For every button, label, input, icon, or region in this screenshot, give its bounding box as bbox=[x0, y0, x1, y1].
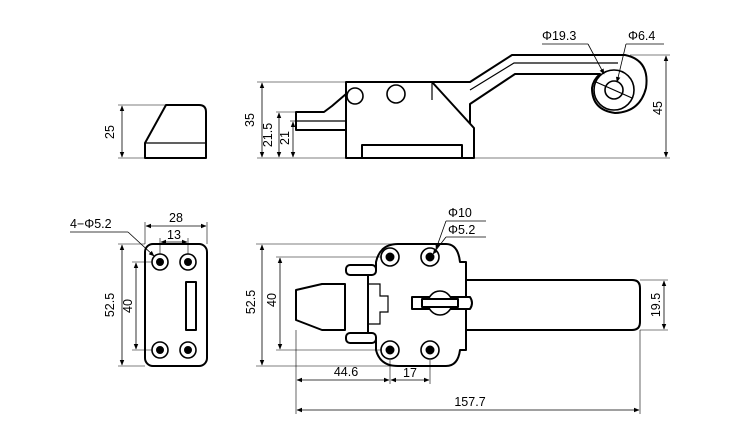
dim-handle-width: 19.5 bbox=[649, 293, 663, 317]
joint-line bbox=[368, 283, 389, 325]
hole-center-icon bbox=[385, 345, 395, 355]
dim-total-length: 157.7 bbox=[454, 395, 485, 409]
hole-center-icon bbox=[184, 258, 192, 266]
strike-slot bbox=[185, 281, 197, 331]
dim-main-hole-outer: Φ10 bbox=[448, 206, 472, 220]
hole-center-icon bbox=[385, 252, 395, 262]
lever-arm-inner-edge bbox=[469, 62, 618, 91]
hole-center-icon bbox=[184, 346, 192, 354]
dim-offset-length: 44.6 bbox=[334, 365, 358, 379]
handle-outline bbox=[465, 279, 641, 331]
hole-center-icon bbox=[425, 345, 435, 355]
side-view: 35 21.5 21 45 Φ19.3 Φ6.4 bbox=[243, 29, 670, 159]
dim-side-total-height: 35 bbox=[243, 113, 257, 127]
dim-side-base-height: 21 bbox=[278, 131, 292, 145]
lock-bar bbox=[421, 298, 459, 308]
side-body-outline bbox=[345, 81, 475, 159]
dim-roller-outer: Φ19.3 bbox=[542, 29, 576, 43]
dim-strike-holes: 4−Φ5.2 bbox=[70, 217, 112, 231]
dim-strike-height: 52.5 bbox=[103, 293, 117, 317]
dim-strike-inner-height: 40 bbox=[121, 299, 135, 313]
dim-main-inner-height: 40 bbox=[265, 293, 279, 307]
roller-centerline bbox=[595, 81, 633, 99]
side-rivet-icon bbox=[386, 84, 406, 104]
dim-main-height: 52.5 bbox=[244, 290, 258, 314]
leader-line bbox=[432, 236, 447, 255]
dim-roller-inner: Φ6.4 bbox=[628, 29, 655, 43]
side-rib bbox=[345, 332, 377, 344]
dim-block-height: 25 bbox=[103, 125, 117, 139]
hook-nose-outline bbox=[295, 283, 346, 331]
strike-plate-view: 28 13 4−Φ5.2 52.5 40 bbox=[70, 211, 208, 367]
dim-strike-hole-spacing: 13 bbox=[167, 228, 181, 242]
leader-line bbox=[615, 43, 627, 83]
lever-arm-outline bbox=[427, 54, 648, 151]
dim-hole-spacing: 17 bbox=[403, 366, 417, 380]
side-rib bbox=[345, 264, 377, 276]
hole-center-icon bbox=[156, 258, 164, 266]
dim-main-hole-inner: Φ5.2 bbox=[448, 223, 475, 237]
base-slot bbox=[361, 144, 463, 159]
leader-line bbox=[587, 43, 605, 75]
dim-side-hook-height: 21.5 bbox=[261, 123, 275, 147]
hole-center-icon bbox=[156, 346, 164, 354]
wedge-block-outline bbox=[144, 104, 207, 159]
side-rivet-icon bbox=[346, 87, 364, 105]
hook-outline bbox=[295, 93, 347, 131]
dim-lever-height: 45 bbox=[651, 101, 665, 115]
hole-center-icon bbox=[425, 252, 435, 262]
dim-strike-width: 28 bbox=[169, 211, 183, 225]
main-plan-view: Φ10 Φ5.2 52.5 40 19.5 44.6 17 157.7 bbox=[244, 206, 668, 414]
leader-line bbox=[435, 220, 447, 250]
wedge-block-view: 25 bbox=[103, 104, 207, 159]
strike-holes bbox=[151, 253, 197, 359]
